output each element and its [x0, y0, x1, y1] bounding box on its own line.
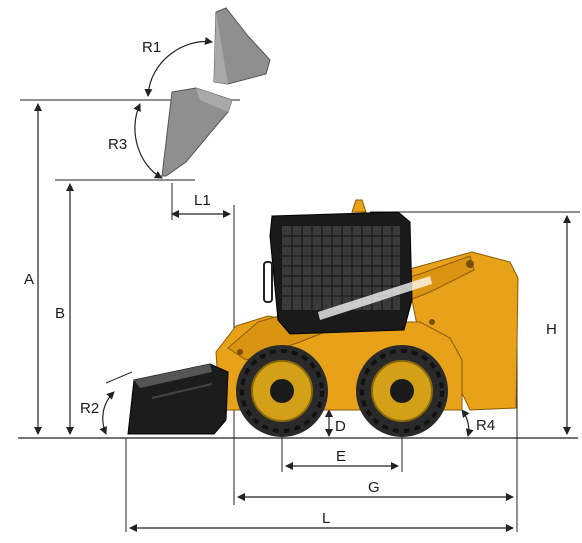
label-r4: R4: [476, 417, 495, 434]
pivot-bolt: [237, 349, 243, 355]
arc-r2: [99, 391, 115, 435]
arc-r1: [144, 37, 213, 97]
pivot-bolt: [429, 319, 435, 325]
label-r1: R1: [142, 39, 161, 56]
pivot-bolt: [466, 260, 474, 268]
arc-r3: [133, 103, 163, 179]
arc-r4: [461, 409, 474, 437]
label-a: A: [24, 271, 34, 288]
bucket-raised-position: [161, 87, 233, 177]
label-b: B: [55, 305, 65, 322]
label-g: G: [368, 479, 380, 496]
r2-ray: [105, 371, 133, 384]
front-wheel: [236, 345, 328, 437]
beacon: [351, 199, 367, 213]
label-l: L: [322, 510, 330, 527]
label-e: E: [336, 448, 346, 465]
bucket-ground-position: [127, 363, 229, 435]
label-d: D: [335, 418, 346, 435]
side-handle: [263, 261, 273, 303]
label-h: H: [546, 321, 557, 338]
label-r2: R2: [80, 400, 99, 417]
arm-stripe: [318, 276, 432, 320]
bucket-dump-position: [213, 7, 271, 85]
rear-wheel: [356, 345, 448, 437]
label-l1: L1: [194, 192, 211, 209]
label-r3: R3: [108, 136, 127, 153]
